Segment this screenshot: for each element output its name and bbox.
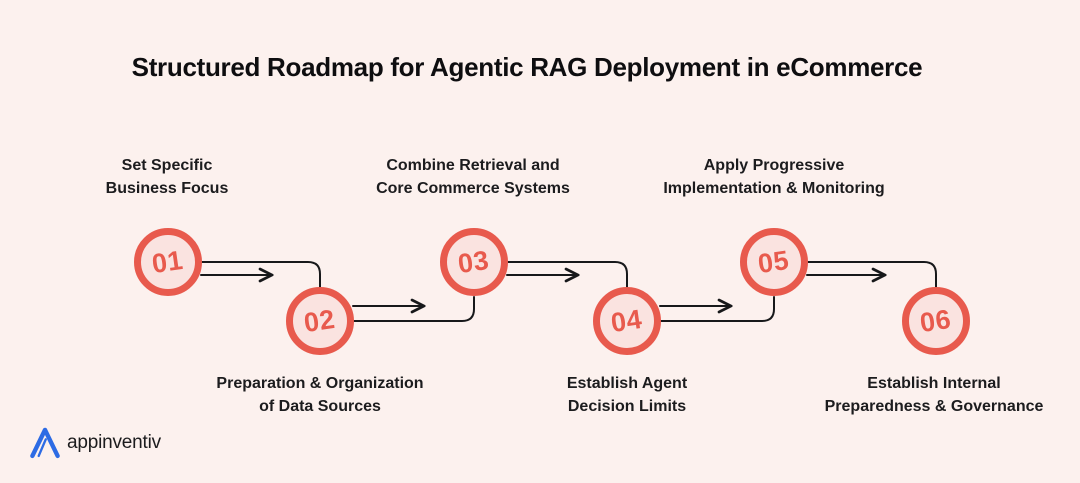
step-label-1-line-1: Set Specific — [121, 157, 213, 174]
step-circle-1: 01 — [134, 228, 202, 296]
step-number-3: 03 — [456, 244, 492, 279]
step-circle-2: 02 — [286, 287, 354, 355]
step-number-2: 02 — [302, 303, 338, 338]
step-label-4-line-2: Decision Limits — [567, 398, 687, 415]
step-label-6: Establish Internal Preparedness & Govern… — [825, 372, 1044, 418]
step-label-2-line-1: Preparation & Organization — [216, 375, 424, 392]
step-label-5: Apply Progressive Implementation & Monit… — [663, 154, 884, 200]
step-circle-6: 06 — [902, 287, 970, 355]
step-label-1-line-2: Business Focus — [105, 180, 229, 197]
step-label-3: Combine Retrieval and Core Commerce Syst… — [376, 154, 570, 200]
step-number-6: 06 — [918, 303, 954, 338]
connector-03-04 — [506, 261, 628, 289]
page-title: Structured Roadmap for Agentic RAG Deplo… — [131, 52, 923, 82]
step-label-5-line-2: Implementation & Monitoring — [663, 180, 885, 197]
connector-01-02 — [200, 261, 321, 289]
step-circle-4: 04 — [593, 287, 661, 355]
connector-05-06 — [806, 261, 937, 289]
step-circle-3: 03 — [440, 228, 508, 296]
step-label-6-line-2: Preparedness & Governance — [824, 398, 1044, 415]
step-label-1: Set Specific Business Focus — [106, 154, 229, 200]
step-number-5: 05 — [756, 244, 792, 279]
step-label-4: Establish Agent Decision Limits — [567, 372, 687, 418]
step-circle-5: 05 — [740, 228, 808, 296]
step-number-1: 01 — [150, 244, 186, 279]
appinventiv-a-icon — [30, 427, 60, 459]
step-label-2: Preparation & Organization of Data Sourc… — [216, 372, 423, 418]
step-number-4: 04 — [609, 303, 645, 338]
step-label-4-line-1: Establish Agent — [566, 375, 688, 392]
step-label-3-line-2: Core Commerce Systems — [376, 180, 570, 197]
step-label-2-line-2: of Data Sources — [259, 398, 381, 415]
brand-logo: appinventiv — [30, 426, 161, 459]
connector-04-05 — [659, 296, 775, 322]
step-label-3-line-1: Combine Retrieval and — [386, 157, 560, 174]
step-label-5-line-1: Apply Progressive — [703, 157, 845, 174]
connector-02-03 — [352, 296, 475, 322]
step-label-6-line-1: Establish Internal — [867, 375, 1001, 392]
brand-name: appinventiv — [67, 431, 161, 453]
